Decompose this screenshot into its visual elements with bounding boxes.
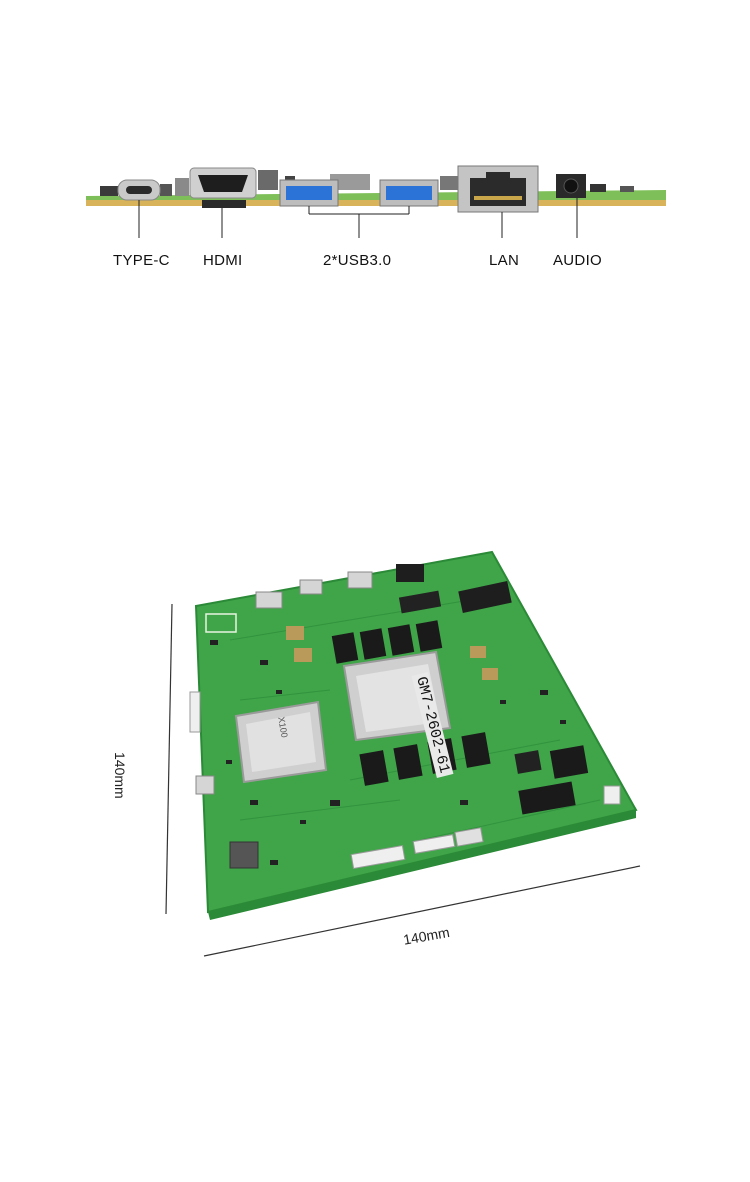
- label-audio: AUDIO: [553, 252, 603, 269]
- label-type-c: TYPE-C: [113, 252, 170, 269]
- height-dimension-line: [165, 603, 173, 915]
- width-dimension-line: [203, 865, 641, 957]
- label-hdmi: HDMI: [203, 252, 243, 269]
- height-dimension-label: 140mm: [112, 752, 128, 799]
- label-lan: LAN: [489, 252, 520, 269]
- label-usb: 2*USB3.0: [323, 252, 392, 269]
- board-side-view: [86, 165, 666, 238]
